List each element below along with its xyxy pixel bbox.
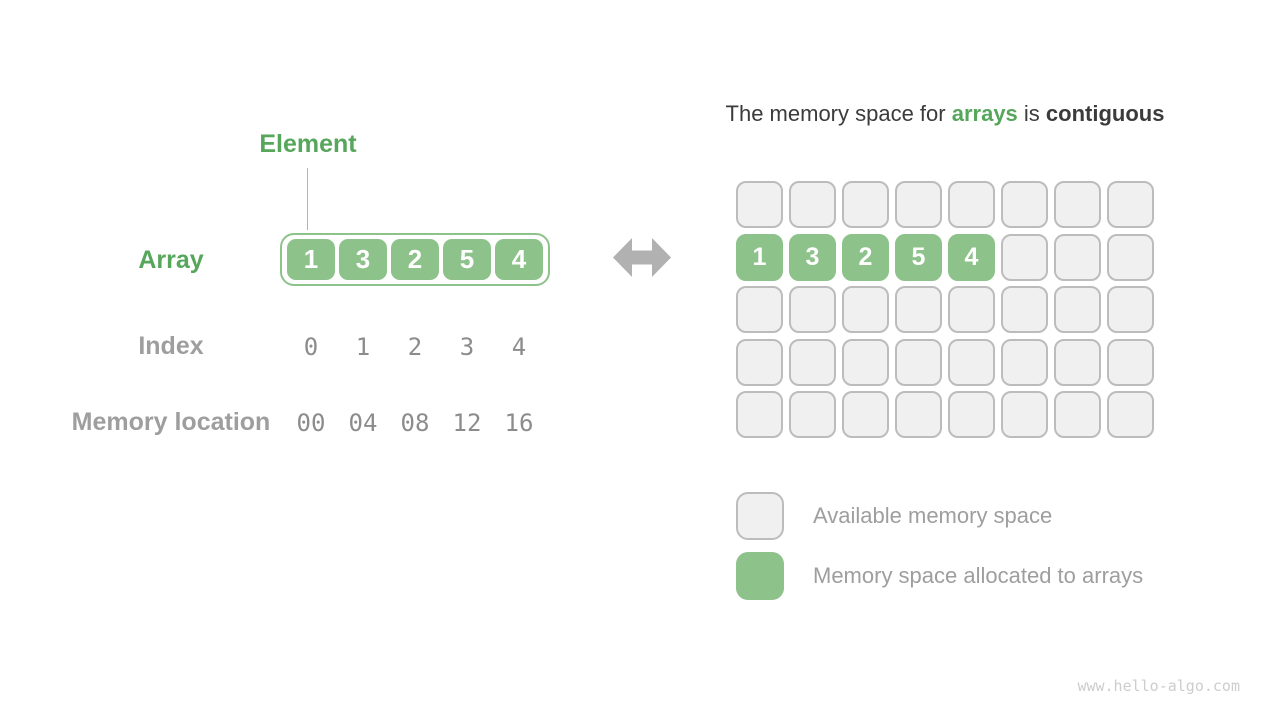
index-label: Index <box>138 332 204 360</box>
available-memory-cell <box>842 338 889 386</box>
available-memory-cell <box>1107 286 1154 333</box>
memory-location-value: 00 <box>296 409 326 437</box>
memory-location-value: 04 <box>348 409 378 437</box>
available-memory-cell <box>736 181 783 228</box>
available-memory-cell <box>1001 338 1048 386</box>
memory-location-label: Memory location <box>71 408 271 436</box>
diagram-title: The memory space for arrays is contiguou… <box>703 101 1187 127</box>
available-memory-cell <box>948 181 995 228</box>
available-memory-cell <box>1001 233 1048 281</box>
available-memory-cell <box>789 181 836 228</box>
memory-location-value: 12 <box>452 409 482 437</box>
available-memory-cell <box>789 391 836 438</box>
array-cell: 1 <box>287 239 335 280</box>
memory-location-row: 00 04 08 12 16 <box>285 409 545 437</box>
available-memory-cell <box>842 286 889 333</box>
watermark: www.hello-algo.com <box>1077 677 1240 695</box>
available-memory-cell <box>895 181 942 228</box>
array-cell: 5 <box>443 239 491 280</box>
legend-item-allocated: Memory space allocated to arrays <box>736 552 1143 600</box>
allocated-memory-cell: 5 <box>895 233 942 281</box>
available-memory-cell <box>1107 338 1154 386</box>
array-label: Array <box>138 246 204 274</box>
index-value: 0 <box>303 333 319 361</box>
available-memory-cell <box>842 181 889 228</box>
allocated-memory-swatch <box>736 552 784 600</box>
available-memory-cell <box>1054 233 1101 281</box>
legend-label-allocated: Memory space allocated to arrays <box>813 563 1144 588</box>
available-memory-cell <box>789 338 836 386</box>
element-label: Element <box>259 130 357 158</box>
available-memory-cell <box>736 338 783 386</box>
allocated-memory-cell: 3 <box>789 233 836 281</box>
title-emphasis-contiguous: contiguous <box>1045 101 1165 126</box>
available-memory-swatch <box>736 492 784 540</box>
index-row: 0 1 2 3 4 <box>285 333 545 361</box>
title-highlight-arrays: arrays <box>951 101 1018 126</box>
allocated-memory-cell: 2 <box>842 233 889 281</box>
memory-location-value: 08 <box>400 409 430 437</box>
available-memory-cell <box>789 286 836 333</box>
allocated-memory-cell: 1 <box>736 233 783 281</box>
available-memory-cell <box>1107 181 1154 228</box>
available-memory-cell <box>1107 233 1154 281</box>
available-memory-cell <box>842 391 889 438</box>
array-cell: 2 <box>391 239 439 280</box>
element-leader-line <box>307 168 308 230</box>
available-memory-cell <box>736 391 783 438</box>
available-memory-cell <box>1001 286 1048 333</box>
memory-location-value: 16 <box>504 409 534 437</box>
available-memory-cell <box>895 391 942 438</box>
available-memory-cell <box>1001 391 1048 438</box>
title-middle: is <box>1017 101 1046 126</box>
available-memory-cell <box>1054 181 1101 228</box>
index-value: 2 <box>407 333 423 361</box>
available-memory-cell <box>1054 286 1101 333</box>
index-value: 3 <box>459 333 475 361</box>
array-cell: 3 <box>339 239 387 280</box>
available-memory-cell <box>1001 181 1048 228</box>
index-value: 1 <box>355 333 371 361</box>
legend-item-available: Available memory space <box>736 492 1143 540</box>
double-arrow-icon <box>613 237 671 283</box>
available-memory-cell <box>1107 391 1154 438</box>
legend: Available memory space Memory space allo… <box>736 492 1143 600</box>
available-memory-cell <box>736 286 783 333</box>
available-memory-cell <box>1054 391 1101 438</box>
available-memory-cell <box>1054 338 1101 386</box>
available-memory-cell <box>948 391 995 438</box>
title-prefix: The memory space for <box>725 101 952 126</box>
index-value: 4 <box>511 333 527 361</box>
available-memory-cell <box>895 286 942 333</box>
available-memory-cell <box>948 338 995 386</box>
array-cell: 4 <box>495 239 543 280</box>
allocated-memory-cell: 4 <box>948 233 995 281</box>
legend-label-available: Available memory space <box>813 503 1053 528</box>
available-memory-cell <box>895 338 942 386</box>
available-memory-cell <box>948 286 995 333</box>
